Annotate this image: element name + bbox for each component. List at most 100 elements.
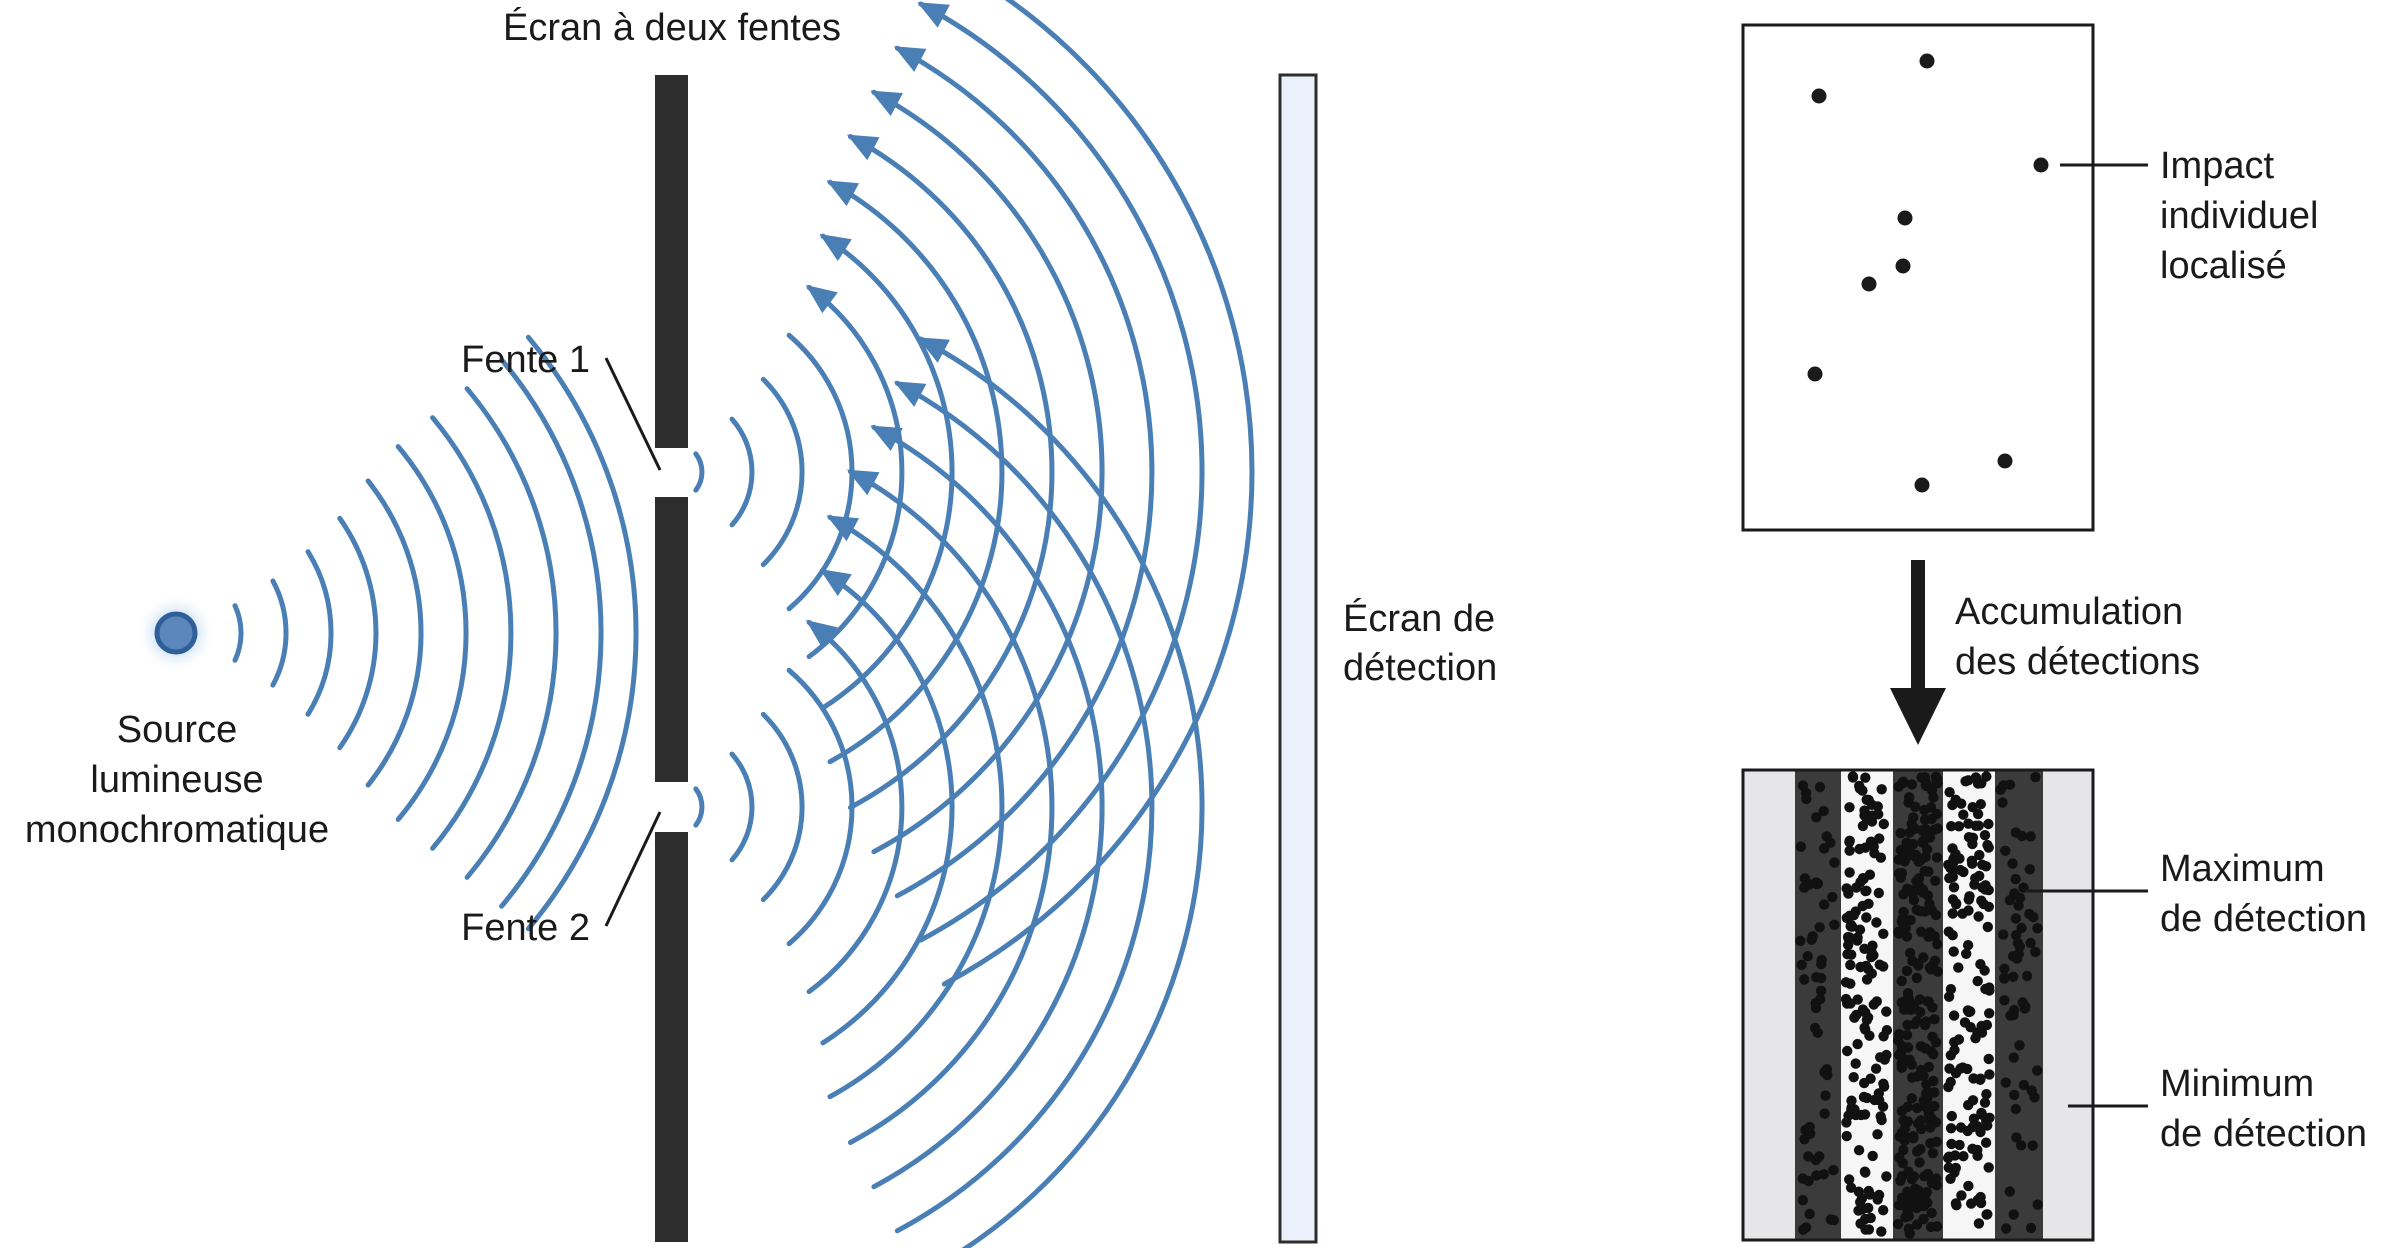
detection-dot <box>1972 808 1984 820</box>
detection-dot <box>1948 946 1959 957</box>
detection-dot <box>1841 1130 1852 1142</box>
detection-dot <box>1876 784 1887 795</box>
slit1-leader-line <box>604 357 662 471</box>
source-label-line1: Source <box>117 709 237 751</box>
detection-dot <box>1811 812 1822 823</box>
incident-wavefront <box>464 386 559 880</box>
detection-dot <box>1914 1157 1925 1168</box>
diffracted-wavefront <box>806 619 905 995</box>
diffracted-wavefront <box>760 376 805 568</box>
detection-dot <box>2010 1103 2022 1115</box>
detection-dot <box>1806 934 1817 945</box>
detection-dot <box>1844 845 1855 856</box>
detection-dot <box>1804 879 1815 890</box>
detection-dot <box>1860 885 1871 897</box>
minimum-band <box>2043 770 2093 1240</box>
detection-dot <box>1916 772 1927 783</box>
detection-dot <box>1895 828 1906 839</box>
wave-arrowhead <box>870 90 903 116</box>
barrier-title: Écran à deux fentes <box>503 6 841 49</box>
diffracted-wavefront <box>894 45 1155 899</box>
detection-dot <box>1981 771 1992 782</box>
detection-dot <box>1967 838 1978 850</box>
detection-dot <box>2010 930 2022 941</box>
diffracted-wavefront <box>847 134 1055 810</box>
detection-dot <box>1911 1071 1923 1082</box>
detection-dot <box>1858 873 1869 885</box>
detection-dot <box>2010 873 2021 885</box>
detection-dot <box>1946 1138 1957 1150</box>
detection-dot <box>1860 1007 1871 1018</box>
incident-wavefront <box>395 444 469 822</box>
down-arrow-icon <box>1890 560 1946 745</box>
detection-dot <box>1842 998 1853 1009</box>
wave-arrowhead <box>826 180 859 207</box>
detection-dot <box>1982 921 1994 933</box>
detection-dot <box>1902 992 1914 1003</box>
incident-wavefront <box>270 578 289 688</box>
accumulation-label-line1: Accumulation <box>1955 591 2183 633</box>
impact-dot <box>1914 477 1930 493</box>
impact-dot <box>1807 366 1823 382</box>
interference-pattern-panel <box>1741 768 2095 1242</box>
detection-dot <box>1798 1224 1809 1235</box>
detection-dot <box>1913 856 1924 867</box>
detection-dot <box>1814 1151 1825 1162</box>
detection-dot <box>1963 1099 1974 1111</box>
detection-dot <box>1821 1064 1833 1075</box>
detection-dot <box>1926 1177 1938 1189</box>
detection-dot <box>1981 1089 1992 1100</box>
individual-impact-dots <box>1807 53 2049 493</box>
detection-dot <box>1843 888 1854 899</box>
incident-wavefront <box>365 478 424 788</box>
detection-dot <box>1983 901 1995 912</box>
detection-dot <box>1948 882 1960 893</box>
detection-dot <box>1816 954 1827 966</box>
detection-dot <box>1982 1209 1993 1220</box>
detection-dot <box>1946 1110 1958 1122</box>
detection-dot <box>2015 1140 2027 1151</box>
wave-arrowhead <box>846 134 880 161</box>
detection-dot <box>1845 921 1856 932</box>
detection-dot <box>1916 1123 1927 1135</box>
detection-dot <box>1867 1150 1878 1162</box>
detection-dot <box>1966 855 1978 866</box>
accumulation-label-line2: des détections <box>1955 641 2200 683</box>
detection-dot <box>1853 1205 1864 1216</box>
slit2-leader-line <box>604 811 662 927</box>
detection-dot <box>1896 1105 1908 1117</box>
detection-dot <box>2008 1209 2019 1220</box>
incident-wavefront <box>305 549 334 717</box>
detection-dot <box>1963 1180 1974 1192</box>
detection-dot <box>1942 1152 1954 1164</box>
detection-dot <box>2007 858 2018 869</box>
diffracted-wavefront <box>729 416 755 528</box>
detection-dot <box>1921 1186 1933 1198</box>
wave-arrowhead <box>870 425 903 451</box>
diffracted-wavefront <box>894 380 1155 1234</box>
detection-dot <box>2025 937 2036 949</box>
detection-dot <box>1844 802 1855 813</box>
detection-dot <box>1840 977 1852 988</box>
detection-dot <box>1945 1050 1957 1061</box>
detection-dot <box>1947 908 1958 919</box>
detection-dot <box>1804 1208 1815 1220</box>
detection-dot <box>1842 1045 1853 1057</box>
detection-dot <box>1857 900 1868 912</box>
detection-dot <box>1984 1069 1995 1080</box>
detection-dot <box>1814 781 1826 793</box>
detection-dot <box>1945 1173 1956 1185</box>
detection-dot <box>1819 899 1830 910</box>
detection-dot <box>2027 1140 2038 1151</box>
detection-dot <box>1953 821 1965 832</box>
detection-dot <box>1825 837 1836 848</box>
detection-dot <box>1919 1019 1931 1031</box>
detection-dot <box>1950 848 1961 860</box>
detection-dot <box>1908 1131 1919 1142</box>
detection-dot <box>1946 821 1957 832</box>
slit2-label: Fente 2 <box>461 907 590 949</box>
detection-dot <box>2011 1132 2022 1143</box>
detection-dot <box>1976 1107 1987 1119</box>
individual-impacts-panel <box>1741 23 2095 532</box>
